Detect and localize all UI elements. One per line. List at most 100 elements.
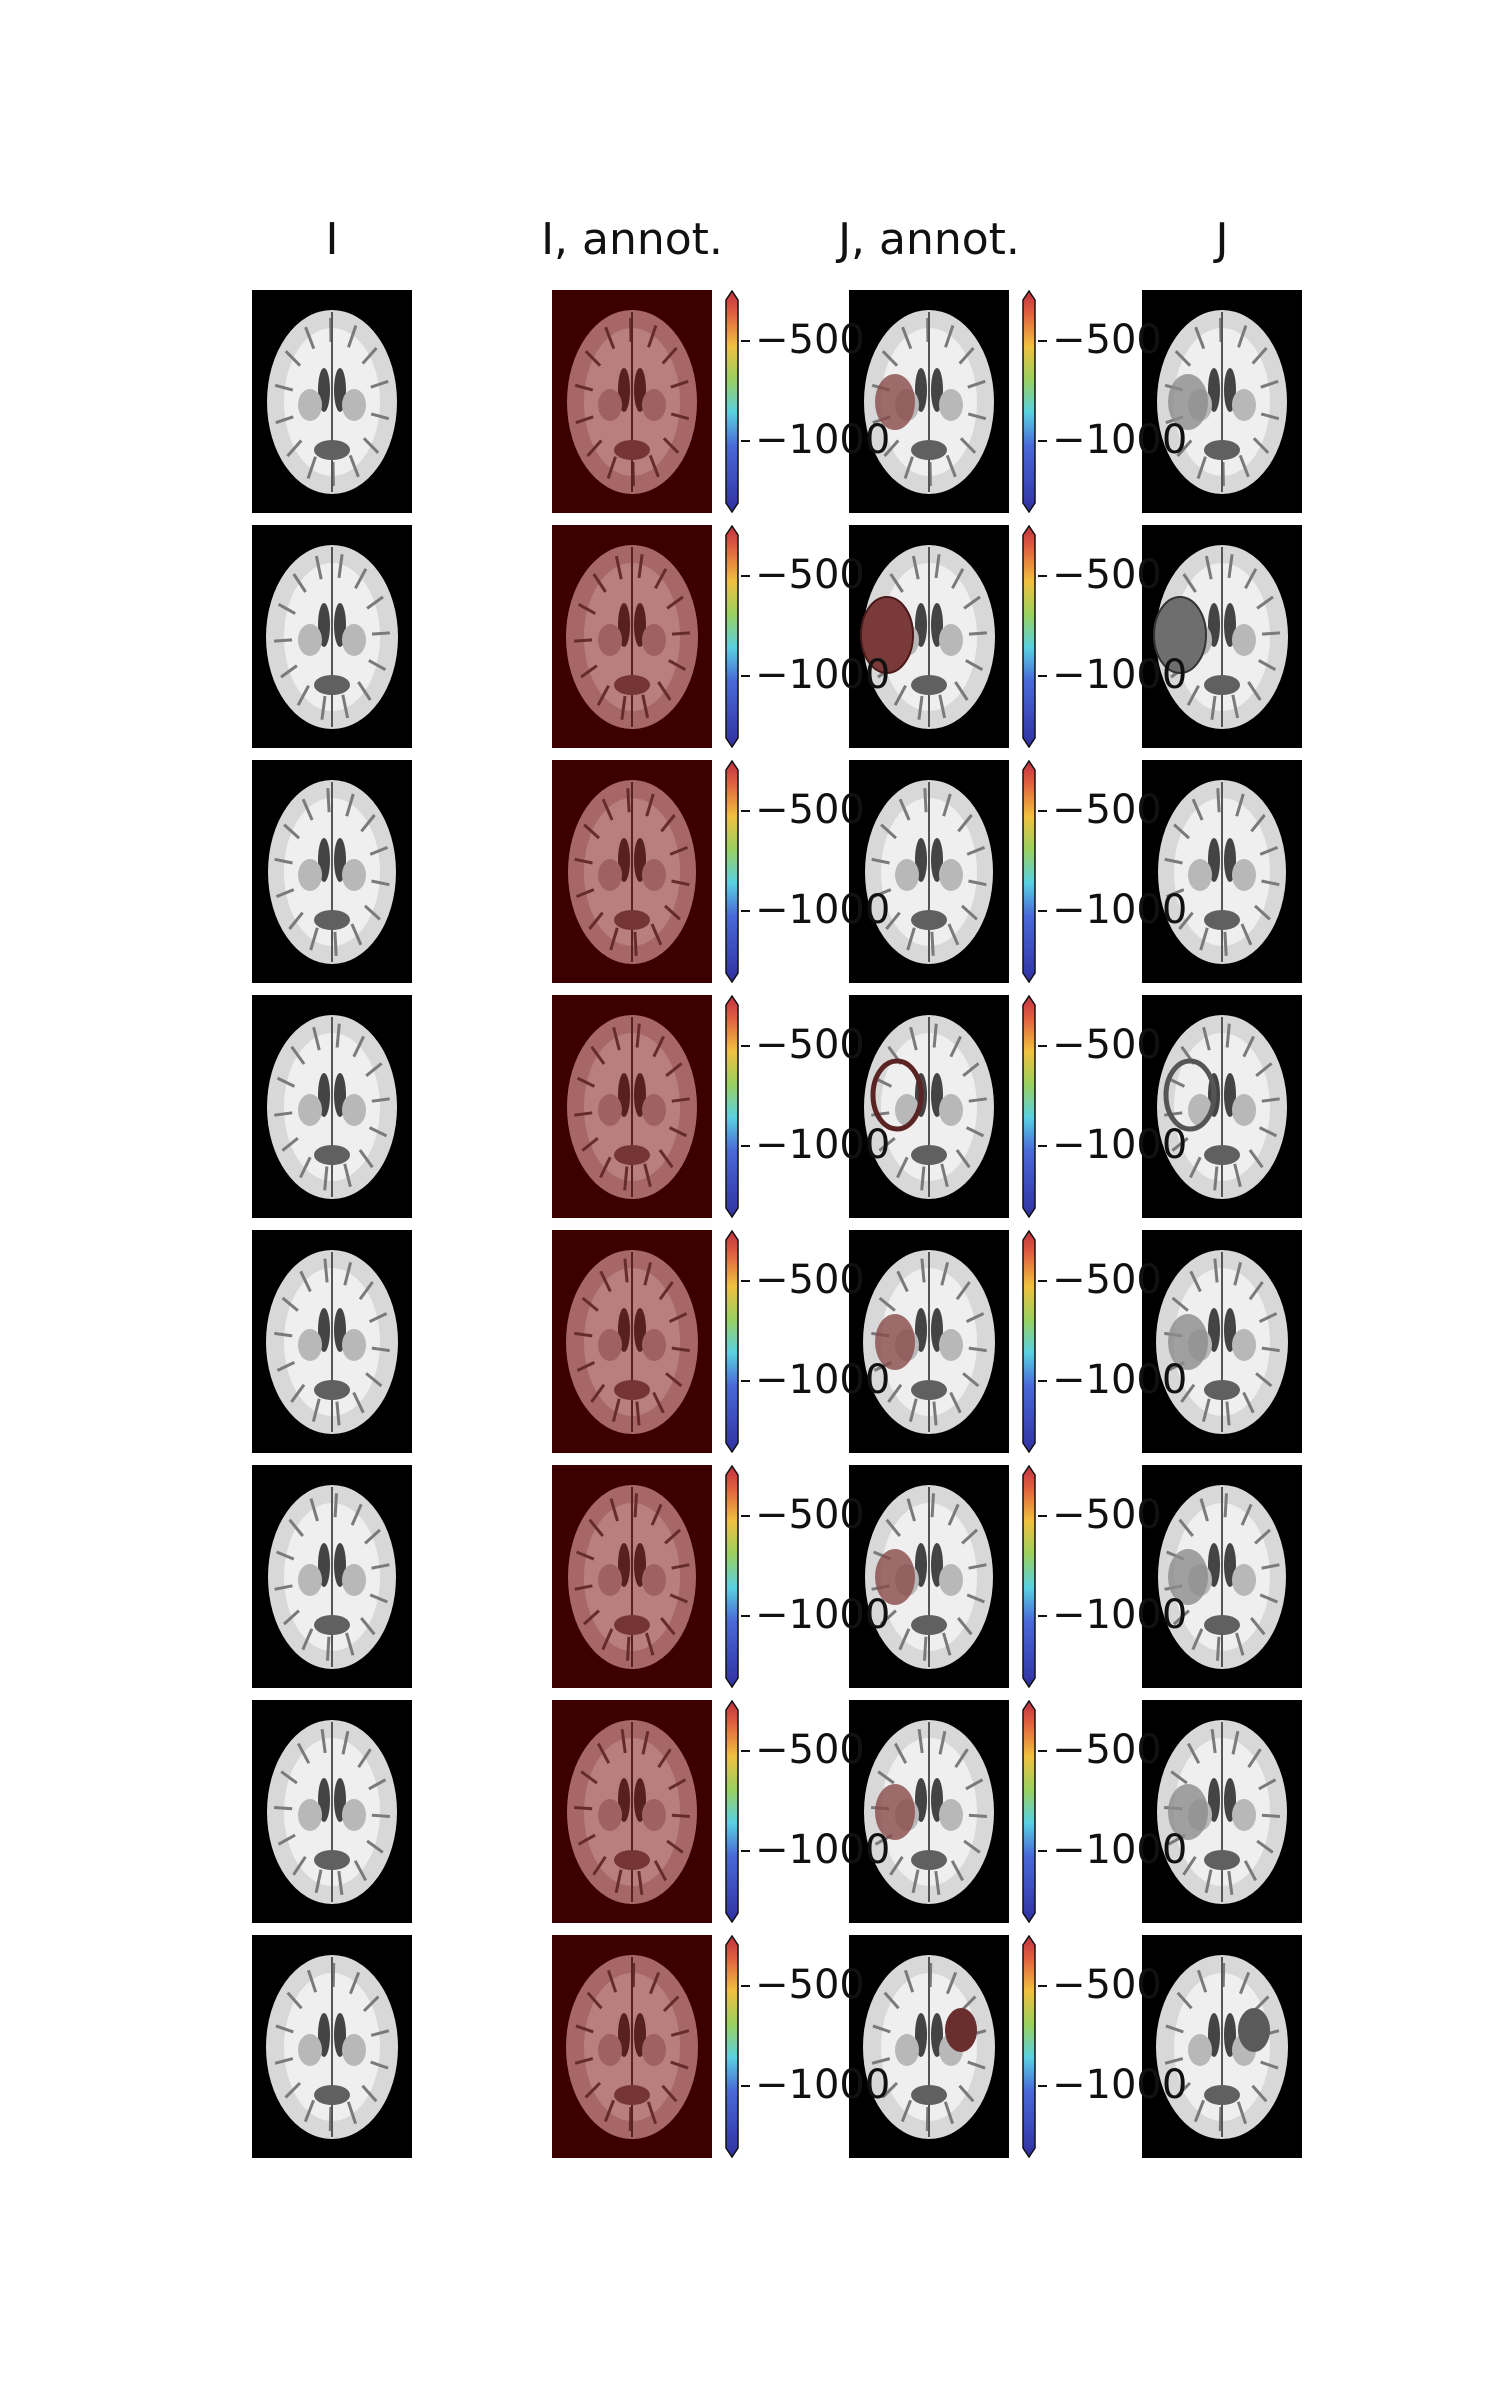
mri-panel-i-annot <box>552 760 712 983</box>
colorbar-tick <box>741 1045 750 1047</box>
colorbar-tick <box>1038 2085 1047 2087</box>
colorbar <box>1020 524 1038 749</box>
mri-panel-j-annot <box>849 1230 1009 1453</box>
colorbar <box>723 1934 741 2159</box>
mri-panel-i <box>252 1465 412 1688</box>
mri-panel-i-annot <box>552 1700 712 1923</box>
colorbar-tick-label: −500 <box>1052 1492 1162 1538</box>
colorbar-tick-label: −1000 <box>755 1357 891 1403</box>
mri-panel-j-annot <box>849 1700 1009 1923</box>
mri-panel-j-annot <box>849 760 1009 983</box>
mri-panel-i <box>252 995 412 1218</box>
colorbar-tick <box>1038 810 1047 812</box>
colorbar <box>723 1464 741 1689</box>
colorbar-tick <box>741 675 750 677</box>
colorbar-tick-label: −500 <box>1052 552 1162 598</box>
mri-panel-j-annot <box>849 1935 1009 2158</box>
colorbar-tick-label: −1000 <box>755 1827 891 1873</box>
colorbar-tick-label: −500 <box>1052 1962 1162 2008</box>
colorbar <box>1020 994 1038 1219</box>
colorbar <box>723 524 741 749</box>
colorbar-tick <box>741 1615 750 1617</box>
colorbar-tick <box>1038 1850 1047 1852</box>
colorbar <box>723 289 741 514</box>
colorbar-tick-label: −500 <box>755 1727 865 1773</box>
mri-panel-i <box>252 290 412 513</box>
mri-panel-i-annot <box>552 1230 712 1453</box>
colorbar <box>1020 1229 1038 1454</box>
mri-panel-i <box>252 1700 412 1923</box>
column-title-i: I <box>325 214 339 265</box>
mri-panel-j-annot <box>849 290 1009 513</box>
colorbar-tick <box>1038 440 1047 442</box>
colorbar-tick <box>1038 1380 1047 1382</box>
colorbar <box>1020 289 1038 514</box>
colorbar-tick-label: −500 <box>755 1962 865 2008</box>
colorbar-tick-label: −1000 <box>755 1122 891 1168</box>
colorbar-tick <box>1038 675 1047 677</box>
colorbar-tick <box>1038 1145 1047 1147</box>
colorbar-tick <box>1038 1280 1047 1282</box>
mri-panel-j-annot <box>849 1465 1009 1688</box>
colorbar-tick <box>741 2085 750 2087</box>
colorbar-tick-label: −1000 <box>755 652 891 698</box>
colorbar-tick <box>741 910 750 912</box>
colorbar-tick-label: −1000 <box>755 417 891 463</box>
colorbar-tick-label: −1000 <box>1052 652 1188 698</box>
mri-panel-j <box>1142 995 1302 1218</box>
colorbar-tick <box>741 1145 750 1147</box>
mri-panel-i-annot <box>552 1465 712 1688</box>
colorbar <box>1020 1699 1038 1924</box>
colorbar <box>1020 1464 1038 1689</box>
mri-panel-j <box>1142 1700 1302 1923</box>
colorbar-tick <box>1038 340 1047 342</box>
mri-panel-i-annot <box>552 995 712 1218</box>
mri-panel-j-annot <box>849 995 1009 1218</box>
colorbar <box>723 1229 741 1454</box>
colorbar-tick-label: −500 <box>1052 1727 1162 1773</box>
colorbar-tick <box>1038 1615 1047 1617</box>
mri-panel-i <box>252 1935 412 2158</box>
colorbar-tick-label: −1000 <box>1052 1592 1188 1638</box>
colorbar-tick-label: −500 <box>755 317 865 363</box>
colorbar-tick <box>741 340 750 342</box>
colorbar-tick <box>741 1280 750 1282</box>
column-title-j: J <box>1215 214 1229 265</box>
colorbar-tick-label: −1000 <box>755 887 891 933</box>
colorbar-tick <box>741 575 750 577</box>
colorbar-tick <box>1038 1985 1047 1987</box>
colorbar-tick-label: −1000 <box>1052 1122 1188 1168</box>
colorbar-tick <box>1038 910 1047 912</box>
colorbar-tick <box>1038 1750 1047 1752</box>
colorbar-tick <box>741 1985 750 1987</box>
colorbar-tick-label: −500 <box>755 787 865 833</box>
colorbar-tick-label: −500 <box>1052 1257 1162 1303</box>
mri-panel-j <box>1142 1935 1302 2158</box>
colorbar-tick-label: −500 <box>755 1257 865 1303</box>
colorbar <box>1020 759 1038 984</box>
colorbar-tick-label: −500 <box>1052 317 1162 363</box>
colorbar-tick <box>741 1850 750 1852</box>
colorbar-tick <box>741 1750 750 1752</box>
colorbar-tick-label: −500 <box>755 552 865 598</box>
mri-panel-j <box>1142 290 1302 513</box>
mri-panel-i <box>252 1230 412 1453</box>
colorbar-tick-label: −1000 <box>1052 1357 1188 1403</box>
colorbar-tick-label: −500 <box>1052 1022 1162 1068</box>
colorbar <box>723 1699 741 1924</box>
colorbar-tick-label: −1000 <box>1052 1827 1188 1873</box>
colorbar <box>1020 1934 1038 2159</box>
colorbar <box>723 759 741 984</box>
colorbar-tick-label: −1000 <box>755 1592 891 1638</box>
mri-panel-j <box>1142 1230 1302 1453</box>
mri-panel-i-annot <box>552 1935 712 2158</box>
colorbar-tick-label: −1000 <box>755 2062 891 2108</box>
colorbar-tick <box>741 440 750 442</box>
column-title-j-annot: J, annot. <box>838 214 1020 265</box>
mri-panel-i <box>252 760 412 983</box>
mri-panel-j-annot <box>849 525 1009 748</box>
colorbar-tick-label: −1000 <box>1052 2062 1188 2108</box>
colorbar-tick-label: −500 <box>755 1022 865 1068</box>
colorbar-tick-label: −1000 <box>1052 417 1188 463</box>
